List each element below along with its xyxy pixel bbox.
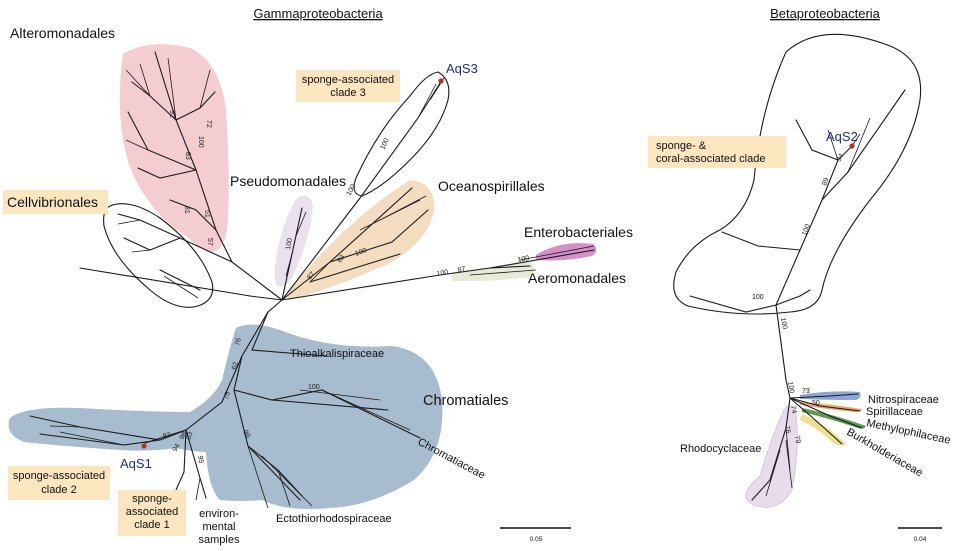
label-rhodocyclaceae: Rhodocyclaceae — [680, 443, 761, 455]
bootstrap-value: 72 — [205, 120, 212, 128]
alteromonadales-shading — [119, 44, 229, 253]
label-aeromonadales: Aeromonadales — [528, 270, 626, 286]
bootstrap-value: 92 — [168, 110, 175, 118]
bootstrap-value: 96 — [241, 429, 251, 439]
chromatiales-shading — [8, 324, 443, 509]
bootstrap-value: 83 — [336, 254, 346, 265]
bootstrap-value: 98 — [179, 431, 189, 441]
bootstrap-value: 95 — [196, 455, 204, 464]
label-spirillaceae: Spirillaceae — [866, 406, 923, 418]
bootstrap-value: 74 — [789, 405, 797, 414]
scalebar-left-label: 0.05 — [530, 536, 543, 543]
label-cellvibrionales: Cellvibrionales — [7, 194, 98, 210]
bootstrap-value: 100 — [346, 183, 358, 197]
bootstrap-value: 100 — [285, 238, 294, 251]
gamma-branches — [29, 51, 595, 509]
bootstrap-value: 62 — [231, 361, 240, 370]
sponge-clade1-line3: clade 1 — [134, 519, 169, 531]
sponge-clade1-box — [118, 490, 186, 536]
enterobacteriales-shading — [536, 243, 597, 261]
title-betaproteobacteria: Betaproteobacteria — [770, 6, 881, 21]
bootstrap-value: 100 — [436, 269, 449, 278]
sponge-clade1-line2: associated — [126, 506, 179, 518]
sponge-clade3-box — [296, 70, 400, 102]
label-aqs1: AqS1 — [120, 456, 152, 471]
sponge-clade3-line2: clade 3 — [330, 87, 365, 99]
sponge-clade2-line1: sponge-associated — [13, 470, 105, 482]
bootstrap-value: 83 — [184, 152, 191, 160]
bootstrap-value: 100 — [308, 384, 320, 391]
label-pseudomonadales: Pseudomonadales — [230, 173, 346, 189]
bootstrap-value: 100 — [354, 247, 367, 258]
bootstrap-value: 87 — [457, 266, 466, 274]
rhodocyclaceae-shading — [745, 405, 798, 508]
sponge-coral-clade-line2: coral-associated clade — [656, 153, 765, 165]
bootstrap-value: 94 — [172, 443, 182, 453]
environmental-line3: samples — [199, 534, 240, 546]
aqs1-marker — [141, 443, 147, 449]
label-chromatiales: Chromatiales — [423, 393, 508, 409]
bootstrap-value: 76 — [234, 337, 243, 346]
bootstrap-value: 81 — [183, 206, 190, 214]
sponge-coral-clade-outline — [673, 33, 922, 315]
bootstrap-value: 100 — [779, 317, 788, 330]
oceanospirillales-shading — [288, 180, 435, 300]
aqs3-marker — [438, 78, 444, 84]
bootstrap-value: 87 — [306, 271, 316, 282]
label-ectothiorhodospiraceae: Ectothiorhodospiraceae — [276, 513, 392, 525]
bootstrap-value: 73 — [802, 388, 810, 395]
title-gammaproteobacteria: Gammaproteobacteria — [253, 6, 383, 21]
bootstrap-value: 75 — [223, 391, 232, 400]
label-aqs3: AqS3 — [446, 61, 478, 76]
sponge-coral-clade-line1: sponge- & — [656, 140, 707, 152]
bootstrap-value: 89 — [821, 177, 830, 187]
bootstrap-value: 57 — [206, 238, 213, 246]
bootstrap-value: 87 — [163, 432, 171, 440]
label-thioalkalispiraceae: Thioalkalispiraceae — [290, 348, 384, 360]
bootstrap-value: 100 — [197, 136, 204, 148]
cellvibrionales-box — [3, 190, 108, 214]
label-oceanospirillales: Oceanospirillales — [438, 178, 545, 194]
bootstrap-value: 100 — [801, 223, 812, 236]
bootstrap-value: 51 — [203, 210, 210, 218]
bootstrap-value: 83 — [185, 431, 194, 441]
scalebar-right-label: 0.04 — [914, 536, 927, 543]
bootstrap-value: 100 — [752, 294, 764, 301]
environmental-line2: mental — [202, 521, 235, 533]
label-aqs2: AqS2 — [826, 129, 858, 144]
label-alteromonadales: Alteromonadales — [10, 25, 115, 41]
cellvibrionales-outline — [103, 203, 214, 308]
sponge-clade2-box — [8, 466, 110, 500]
bootstrap-value: 79 — [793, 435, 801, 444]
label-enterobacteriales: Enterobacteriales — [524, 224, 633, 240]
sponge-clade1-line1: sponge- — [132, 493, 172, 505]
sponge-clade2-line2: clade 2 — [41, 484, 76, 496]
bootstrap-value: 100 — [379, 137, 390, 151]
sponge-coral-clade-box — [648, 136, 786, 168]
bootstrap-value: 76 — [783, 425, 791, 434]
bootstrap-value: 100 — [517, 255, 530, 264]
bootstrap-value: 100 — [786, 381, 795, 394]
aqs2-marker — [849, 143, 855, 149]
bootstrap-value: 94 — [836, 153, 846, 163]
environmental-line1: environ- — [199, 508, 239, 520]
beta-bootstrap-values: 94 89 100 100 100 100 73 50 74 76 79 — [752, 153, 846, 444]
gamma-bootstrap-values: 92 72 100 83 81 51 57 100 100 100 87 83 … — [163, 110, 530, 464]
beta-branches — [689, 89, 906, 501]
label-nitrospiraceae: Nitrospiraceae — [868, 394, 939, 406]
bootstrap-value: 50 — [812, 400, 820, 407]
sponge-clade3-line1: sponge-associated — [302, 74, 394, 86]
